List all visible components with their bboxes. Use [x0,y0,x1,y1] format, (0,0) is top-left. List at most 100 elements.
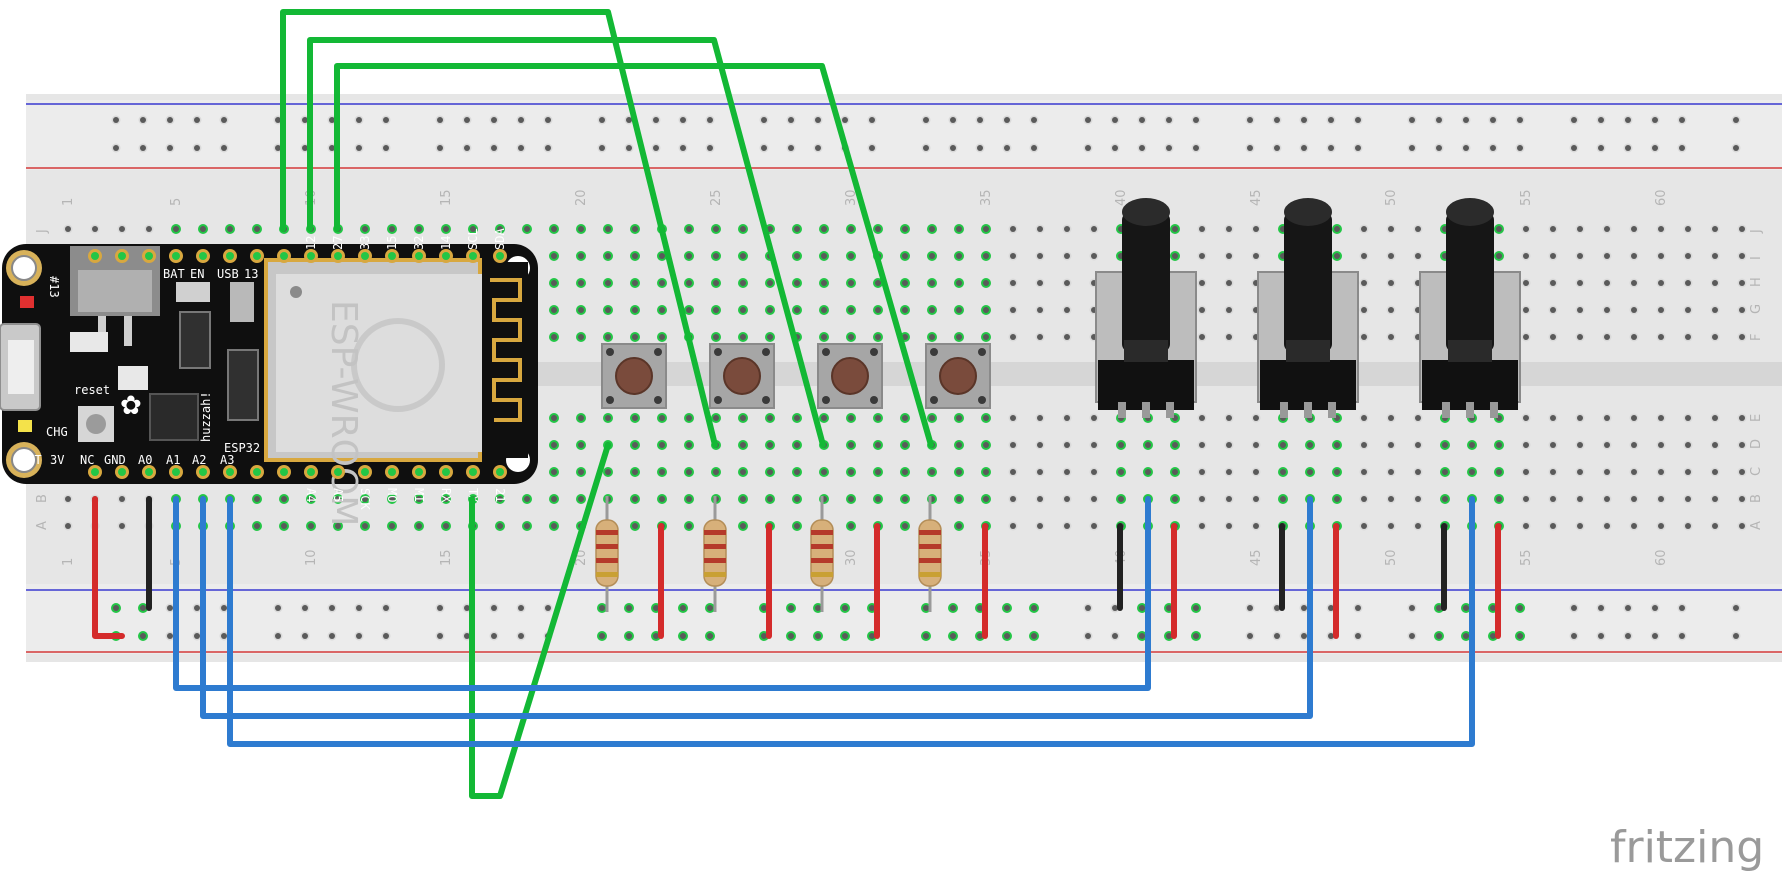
rail-hole [1193,633,1199,639]
rail-hole [221,117,227,123]
breadboard-hole [740,307,746,313]
breadboard-hole [632,496,638,502]
breadboard-hole [1658,469,1664,475]
breadboard-hole [1604,334,1610,340]
breadboard-hole [875,307,881,313]
breadboard-hole [848,280,854,286]
rail-hole [1490,145,1496,151]
rail-hole [518,117,524,123]
breadboard-hole [686,469,692,475]
breadboard-hole [416,496,422,502]
breadboard-hole [983,469,989,475]
breadboard-hole [1199,469,1205,475]
breadboard-hole [1550,442,1556,448]
breadboard-hole [551,226,557,232]
breadboard-hole [1712,226,1718,232]
row-letter-right: J [1749,229,1764,234]
breadboard-hole [578,496,584,502]
rail-hole [1328,605,1334,611]
breadboard-hole [1091,442,1097,448]
breadboard-hole [1280,469,1286,475]
rail-hole [869,633,875,639]
rail-hole [1490,633,1496,639]
breadboard-hole [1712,253,1718,259]
breadboard-hole [1739,307,1745,313]
rail-hole [1679,117,1685,123]
rail-hole [788,633,794,639]
breadboard-hole [551,415,557,421]
rail-hole [356,145,362,151]
rail-hole [437,117,443,123]
breadboard-hole [1415,469,1421,475]
rail-hole [1301,633,1307,639]
breadboard-hole [821,226,827,232]
rail-hole [1571,117,1577,123]
rail-hole [113,605,119,611]
breadboard-hole [902,415,908,421]
breadboard-hole [551,442,557,448]
column-number-top: 35 [979,189,994,206]
breadboard-hole [578,415,584,421]
breadboard-hole [1334,226,1340,232]
module-label: ESP-WROOM [323,300,364,526]
rail-hole [1517,605,1523,611]
column-number-bottom: 50 [1384,549,1399,566]
rail-hole [167,145,173,151]
rail-hole [1490,605,1496,611]
breadboard-hole [1739,442,1745,448]
breadboard-hole [1388,415,1394,421]
resistor [595,496,619,612]
rail-hole [1571,145,1577,151]
breadboard-hole [902,442,908,448]
breadboard-hole [1037,334,1043,340]
potentiometers [1095,198,1521,418]
breadboard-hole [848,523,854,529]
rail-hole [356,605,362,611]
esp32-bottom-label: 3V [50,453,64,467]
breadboard-hole [1550,415,1556,421]
breadboard-hole [1550,469,1556,475]
rail-hole [923,605,929,611]
breadboard-hole [1523,523,1529,529]
rail-hole [1301,145,1307,151]
potentiometer [1419,198,1521,418]
breadboard-hole [1550,307,1556,313]
rail-hole [950,145,956,151]
breadboard-hole [1253,442,1259,448]
rail-hole [950,605,956,611]
breadboard-hole [1577,253,1583,259]
breadboard-hole [659,253,665,259]
breadboard-hole [929,226,935,232]
breadboard-hole [1226,496,1232,502]
breadboard-hole [1604,226,1610,232]
breadboard-hole [659,442,665,448]
breadboard-hole [1280,496,1286,502]
row-letter-right: B [1749,494,1764,503]
pushbuttons [601,343,991,409]
row-letter-right: I [1749,256,1764,260]
breadboard-hole [1037,442,1043,448]
rail-hole [194,605,200,611]
rail-hole [1247,633,1253,639]
rail-hole [1247,605,1253,611]
breadboard-hole [551,280,557,286]
breadboard-hole [1334,442,1340,448]
breadboard-hole [1523,334,1529,340]
breadboard-hole [767,334,773,340]
rail-holes [111,115,1741,641]
rail-hole [680,605,686,611]
breadboard-hole [983,280,989,286]
breadboard-hole [956,496,962,502]
breadboard-hole [1523,280,1529,286]
wire-signal-button-1 [469,442,611,799]
rail-hole [1166,145,1172,151]
breadboard-hole [1550,334,1556,340]
breadboard-hole [524,226,530,232]
rail-hole [626,117,632,123]
breadboard-hole [1091,469,1097,475]
rail-hole [1112,145,1118,151]
rail-hole [275,633,281,639]
breadboard-hole [1577,415,1583,421]
breadboard-hole [686,253,692,259]
rail-hole [1679,633,1685,639]
